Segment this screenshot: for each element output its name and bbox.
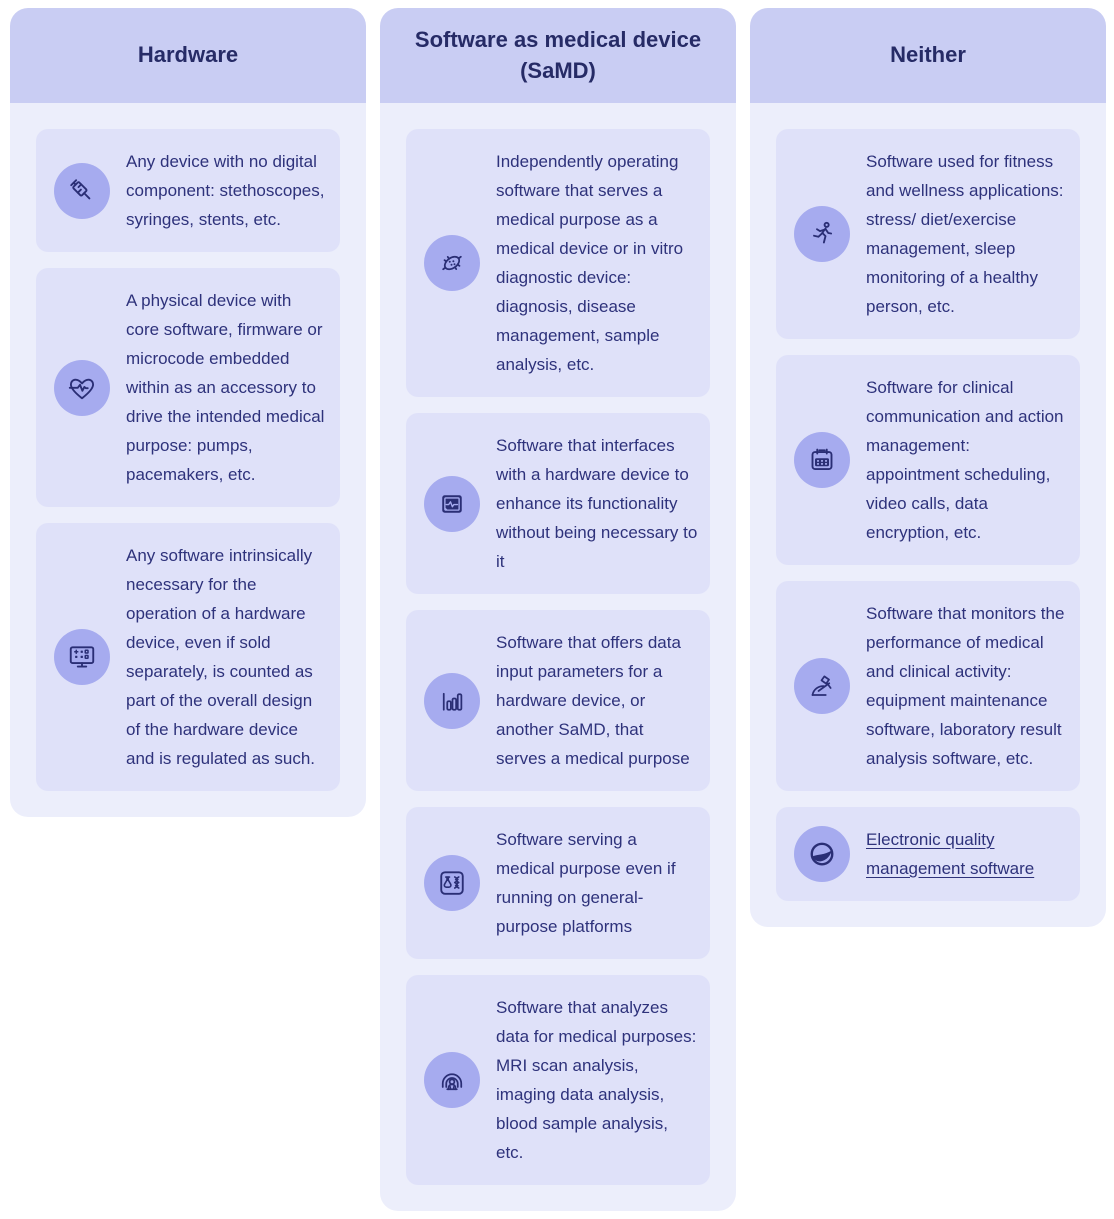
icon-circle <box>794 658 850 714</box>
card: Software that interfaces with a hardware… <box>406 413 710 594</box>
card-text: Independently operating software that se… <box>496 152 684 374</box>
card-text: Software that monitors the performance o… <box>866 604 1065 768</box>
column-header: Hardware <box>10 8 366 103</box>
microscope-icon <box>811 675 832 696</box>
card-text: Software that analyzes data for medical … <box>496 998 697 1162</box>
icon-circle <box>424 1052 480 1108</box>
globe-logo-icon <box>810 842 834 866</box>
card: Software that monitors the performance o… <box>776 581 1080 791</box>
icon-circle <box>54 162 110 219</box>
card: A physical device with core software, fi… <box>36 268 340 507</box>
monitor-waveform-icon <box>442 494 462 513</box>
card-text: A physical device with core software, fi… <box>126 291 325 484</box>
calendar-icon <box>811 448 833 470</box>
heart-pulse-icon <box>68 378 94 399</box>
card-text: Software serving a medical purpose even … <box>496 830 676 936</box>
bar-chart-icon <box>442 692 463 711</box>
icon-circle <box>424 235 480 291</box>
column-header: Neither <box>750 8 1106 103</box>
microbe-icon <box>442 255 462 271</box>
card: Software that offers data input paramete… <box>406 610 710 791</box>
column-hardware: Hardware Any devic <box>10 8 366 817</box>
card: Independently operating software that se… <box>406 129 710 397</box>
column-title: Software as medical device (SaMD) <box>414 26 702 83</box>
icon-circle <box>424 672 480 729</box>
column-body: Software used for fitness and wellness a… <box>750 103 1106 927</box>
card-text: Any software intrinsically necessary for… <box>126 546 316 768</box>
syringe-icon <box>70 178 91 199</box>
card-text: Software that offers data input paramete… <box>496 633 690 768</box>
card: Software serving a medical purpose even … <box>406 807 710 959</box>
card-text: Software that interfaces with a hardware… <box>496 436 698 571</box>
icon-circle <box>424 475 480 532</box>
column-body: Independently operating software that se… <box>380 103 736 1211</box>
column-samd: Software as medical device (SaMD) <box>380 8 736 1211</box>
card: Software that analyzes data for medical … <box>406 975 710 1185</box>
icon-circle <box>54 629 110 685</box>
icon-circle <box>54 359 110 416</box>
runner-icon <box>813 221 833 244</box>
column-title: Hardware <box>137 42 239 68</box>
card: Software used for fitness and wellness a… <box>776 129 1080 339</box>
card: Any software intrinsically necessary for… <box>36 523 340 791</box>
icon-circle <box>794 432 850 488</box>
flask-dna-icon <box>440 871 464 895</box>
icon-circle <box>424 855 480 911</box>
card-text: Software for clinical communication and … <box>866 378 1064 542</box>
icon-circle <box>794 206 850 262</box>
eqms-link[interactable]: Electronic quality management software <box>866 830 1035 878</box>
mri-scan-icon <box>441 1073 463 1091</box>
card: Software for clinical communication and … <box>776 355 1080 565</box>
column-title: Neither <box>890 42 966 68</box>
card: Any device with no digital component: st… <box>36 129 340 252</box>
card-eqms: Electronic quality management software <box>776 807 1080 901</box>
column-header: Software as medical device (SaMD) <box>380 8 736 103</box>
column-neither: Neither Software used for fitness and we… <box>750 8 1106 927</box>
card-text: Any device with no digital component: st… <box>126 152 325 229</box>
icon-circle <box>794 826 850 882</box>
column-body: Any device with no digital component: st… <box>10 103 366 817</box>
card-text: Software used for fitness and wellness a… <box>866 152 1064 316</box>
monitor-apps-icon <box>69 646 95 668</box>
